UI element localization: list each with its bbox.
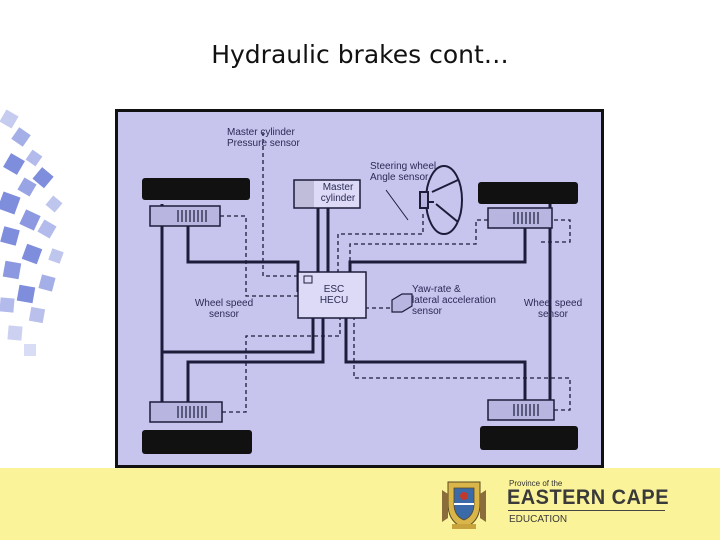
wheel-front-left [142, 178, 250, 200]
eastern-cape-wordmark: EASTERN CAPE [507, 486, 669, 510]
slide-title: Hydraulic brakes cont… [0, 40, 720, 69]
wordmark-divider [508, 510, 665, 511]
label-wheel-speed-sensor-left: Wheel speed sensor [184, 298, 264, 320]
label-yaw-rate-sensor: Yaw-rate & lateral acceleration sensor [412, 284, 496, 317]
wheel-rear-left [142, 430, 252, 454]
wheel-front-right [478, 182, 578, 204]
education-label: EDUCATION [509, 514, 567, 525]
label-steering-wheel-angle-sensor: Steering wheel Angle sensor [370, 161, 436, 183]
coat-of-arms-logo [440, 478, 488, 530]
label-wheel-speed-sensor-right: Wheel speed sensor [513, 298, 593, 320]
brake-system-diagram: Master cylinder Pressure sensor Steering… [115, 109, 604, 468]
wheel-rear-right [480, 426, 578, 450]
label-master-cylinder: Master cylinder [316, 182, 360, 204]
decorative-square-pattern [0, 100, 80, 380]
label-master-cylinder-pressure-sensor: Master cylinder Pressure sensor [227, 127, 300, 149]
label-esc-hecu: ESC HECU [304, 284, 364, 306]
